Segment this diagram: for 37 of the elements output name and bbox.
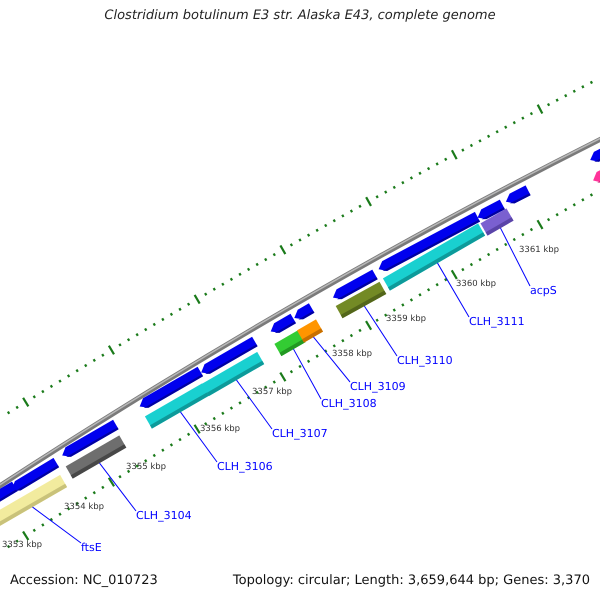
- scale-label: 3361 kbp: [519, 246, 560, 256]
- gene-label: CLH_3106: [217, 461, 273, 474]
- leader-line: [500, 228, 530, 286]
- scale-label: 3358 kbp: [332, 350, 372, 360]
- leader-line: [364, 306, 398, 356]
- gene-label: CLH_3110: [397, 355, 453, 368]
- gene-bar: [336, 282, 386, 318]
- scale-label: 3354 kbp: [64, 503, 104, 512]
- diagram-title: Clostridium botulinum E3 str. Alaska E43, complete genome: [103, 9, 497, 24]
- leader-line: [236, 380, 272, 430]
- gene-label: CLH_3104: [136, 510, 192, 522]
- gene-block: [506, 185, 531, 204]
- leader-line: [437, 262, 470, 318]
- gene-bar: [297, 319, 323, 343]
- gene-block: [294, 303, 314, 320]
- gene-label: CLH_3108: [321, 398, 377, 410]
- scale-label: 3356 kbp: [200, 425, 240, 434]
- leader-line: [32, 506, 82, 544]
- leader-line: [99, 462, 136, 512]
- gene-label: CLH_3111: [469, 316, 525, 328]
- leader-line: [293, 348, 322, 400]
- footer-text: Topology: circular; Length: 3,659,644 bp; Genes: 3,370: [232, 574, 590, 588]
- scale-label: 3360 kbp: [456, 280, 496, 290]
- scale-label: 3357 kbp: [252, 388, 292, 398]
- gene-label: acpS: [530, 285, 557, 298]
- leader-line: [180, 412, 218, 462]
- scale-label: 3353 kbp: [2, 541, 42, 550]
- scale-label: 3355 kbp: [126, 463, 166, 472]
- scale-label: 3359 kbp: [386, 315, 426, 324]
- footer-text: Accession: NC_010723: [10, 574, 158, 588]
- gene-label: CLH_3109: [350, 381, 406, 394]
- gene-label: CLH_3107: [272, 428, 328, 440]
- gene-label: ftsE: [81, 542, 102, 554]
- leader-line: [313, 336, 350, 382]
- gene-bar: [480, 208, 514, 236]
- gene-block: [270, 314, 296, 333]
- gene-bar: [66, 435, 126, 479]
